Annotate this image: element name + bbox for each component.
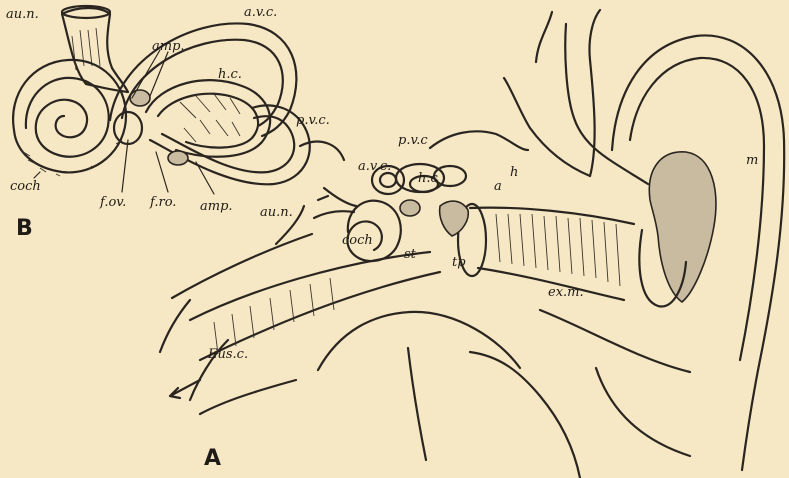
label-a-h-c: h.c — [418, 172, 438, 185]
label-a-ex-m: ex.m. — [548, 286, 584, 299]
cochlea-a — [347, 201, 400, 261]
label-b-au-n: au.n. — [6, 8, 39, 21]
label-a-a: a — [494, 180, 502, 193]
label-a-eus-c: Eus.c. — [208, 348, 248, 361]
auditory-nerve-a — [314, 188, 356, 218]
label-b-amp-top: amp. — [152, 40, 185, 53]
auditory-nerve-b — [62, 8, 128, 92]
ampulla-bottom-b — [168, 151, 188, 165]
figure-b-inner-ear — [13, 6, 310, 194]
figure-a-letter: A — [204, 448, 221, 470]
cochlea-b — [13, 60, 126, 176]
label-b-f-ov: f.ov. — [100, 196, 126, 209]
ossicles — [440, 201, 469, 236]
label-a-tp: tp — [452, 256, 466, 269]
label-a-au-n: au.n. — [260, 206, 293, 219]
horizontal-canal-b — [146, 80, 270, 157]
external-meatus — [470, 208, 634, 224]
label-b-coch: coch — [10, 180, 41, 193]
skull-bone-outline — [536, 12, 648, 184]
label-a-coch: coch — [342, 234, 373, 247]
figure-a-whole-ear — [160, 10, 784, 478]
label-a-m: m — [746, 154, 758, 167]
ampulla-top-b — [130, 90, 150, 106]
label-b-p-v-c: p.v.c. — [296, 114, 330, 127]
label-a-st: st — [404, 248, 416, 261]
label-a-p-v-c: p.v.c — [398, 134, 428, 147]
label-b-h-c: h.c. — [218, 68, 242, 81]
figure-b-letter: B — [16, 218, 33, 240]
label-b-amp-bottom: amp. — [200, 200, 233, 213]
label-b-f-ro: f.ro. — [150, 196, 176, 209]
vestibule-b — [114, 112, 142, 144]
label-a-a-v-c: a.v.c. — [358, 160, 391, 173]
label-b-a-v-c: a.v.c. — [244, 6, 277, 19]
label-a-h: h — [510, 166, 518, 179]
